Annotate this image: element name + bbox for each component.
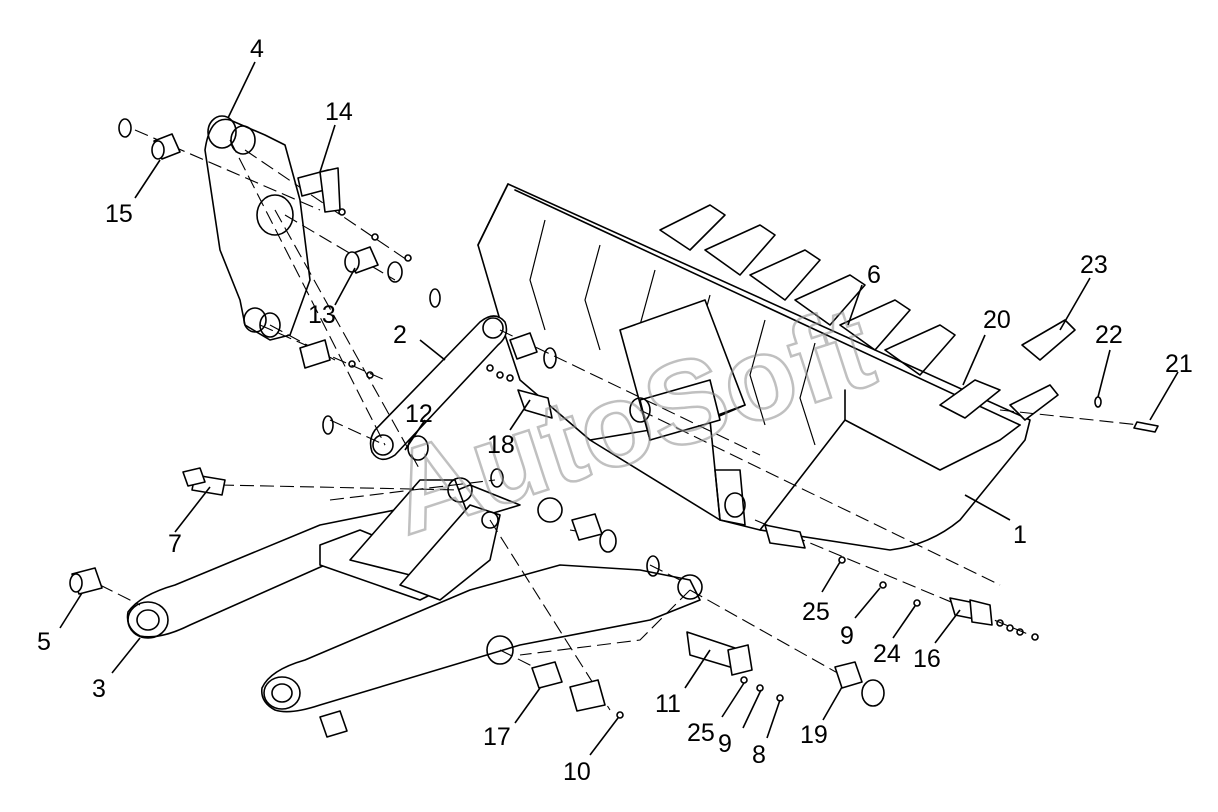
callout-13: 13	[308, 301, 336, 329]
callout-8: 8	[752, 741, 766, 769]
callout-7: 7	[168, 530, 182, 558]
callout-21: 21	[1165, 350, 1193, 378]
callout-23: 23	[1080, 251, 1108, 279]
boom-arms	[126, 477, 703, 713]
callout-1: 1	[1013, 521, 1027, 549]
callout-11: 11	[655, 690, 681, 718]
callout-10: 10	[563, 758, 591, 786]
callout-20: 20	[983, 306, 1011, 334]
callout-2: 2	[393, 321, 407, 349]
callout-12: 12	[405, 400, 433, 428]
callout-17: 17	[483, 723, 511, 751]
callout-15: 15	[105, 200, 133, 228]
callout-22: 22	[1095, 321, 1123, 349]
callout-5: 5	[37, 628, 51, 656]
callout-3: 3	[92, 675, 106, 703]
callout-6: 6	[867, 261, 881, 289]
callout-leaders	[59, 61, 1179, 756]
callout-9-lower: 9	[718, 730, 732, 758]
callout-numbers: 4 14 15 13 2 12 18 7 5 3 6 23 20 22 21 1…	[37, 35, 1193, 786]
callout-14: 14	[325, 98, 353, 126]
callout-25-lower: 25	[687, 719, 715, 747]
callout-19: 19	[800, 721, 828, 749]
link-rod	[369, 315, 508, 461]
bucket	[477, 183, 1076, 551]
small-parts	[69, 118, 1159, 738]
callout-4: 4	[250, 35, 264, 63]
callout-24: 24	[873, 640, 901, 668]
callout-16: 16	[913, 645, 941, 673]
callout-9-upper: 9	[840, 622, 854, 650]
callout-18: 18	[487, 431, 515, 459]
callout-25-upper: 25	[802, 598, 830, 626]
bellcrank	[204, 115, 311, 341]
